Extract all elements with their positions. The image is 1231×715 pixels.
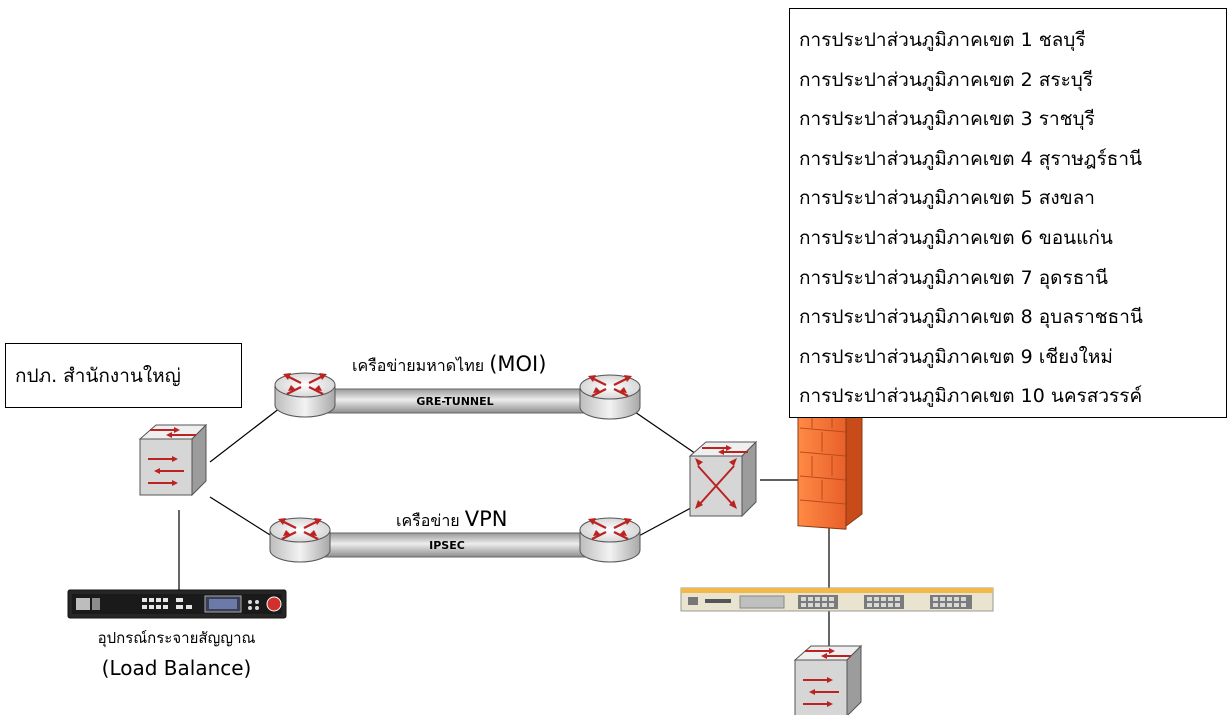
ipsec-tunnel-label: IPSEC: [429, 539, 465, 552]
router-icon-moi-left: [273, 371, 337, 419]
vpn-network-label: เครือข่าย VPN: [396, 507, 508, 534]
region-item: การประปาส่วนภูมิภาคเขต 8 อุบลราชธานี: [799, 306, 1143, 329]
connection-lines: [178, 407, 830, 672]
region-item: การประปาส่วนภูมิภาคเขต 5 สงขลา: [799, 187, 1095, 210]
moi-network-label: เครือข่ายมหาดไทย (MOI): [352, 352, 546, 379]
region-item: การประปาส่วนภูมิภาคเขต 7 อุดรธานี: [799, 266, 1108, 289]
router-icon-moi-right: [578, 373, 642, 421]
moi-network-thai: เครือข่ายมหาดไทย: [352, 356, 485, 375]
hq-label: กปภ. สำนักงานใหญ่: [15, 364, 181, 387]
gre-tunnel-label: GRE-TUNNEL: [416, 395, 493, 408]
switch-icon-access: [794, 645, 862, 715]
load-balancer-english: (Load Balance): [101, 656, 252, 680]
switch-icon-core: [689, 441, 757, 517]
region-item: การประปาส่วนภูมิภาคเขต 9 เชียงใหม่: [799, 345, 1113, 368]
router-icon-vpn-right: [578, 516, 642, 564]
region-item: การประปาส่วนภูมิภาคเขต 6 ขอนแก่น: [799, 226, 1113, 249]
region-item: การประปาส่วนภูมิภาคเขต 1 ชลบุรี: [799, 29, 1086, 51]
switch-icon-hq: [139, 424, 207, 496]
ipsec-tunnel: IPSEC: [299, 532, 606, 558]
hq-label-box: กปภ. สำนักงานใหญ่: [5, 343, 242, 408]
router-icon-vpn-left: [268, 516, 332, 564]
moi-network-abbr: (MOI): [489, 352, 547, 376]
region-item: การประปาส่วนภูมิภาคเขต 3 ราชบุรี: [799, 108, 1095, 131]
load-balancer-icon: [67, 589, 287, 619]
access-switch-icon: [680, 587, 994, 612]
load-balancer-thai: อุปกรณ์กระจายสัญญาณ: [97, 629, 256, 647]
region-list-box: การประปาส่วนภูมิภาคเขต 1 ชลบุรี การประปา…: [789, 8, 1227, 418]
load-balancer-caption: อุปกรณ์กระจายสัญญาณ (Load Balance): [64, 626, 289, 680]
region-item: การประปาส่วนภูมิภาคเขต 4 สุราษฎร์ธานี: [799, 147, 1142, 170]
region-item: การประปาส่วนภูมิภาคเขต 10 นครสวรรค์: [799, 385, 1143, 408]
gre-tunnel: GRE-TUNNEL: [304, 388, 606, 414]
vpn-network-thai: เครือข่าย: [396, 511, 460, 530]
region-item: การประปาส่วนภูมิภาคเขต 2 สระบุรี: [799, 68, 1094, 91]
vpn-network-abbr: VPN: [464, 507, 508, 531]
